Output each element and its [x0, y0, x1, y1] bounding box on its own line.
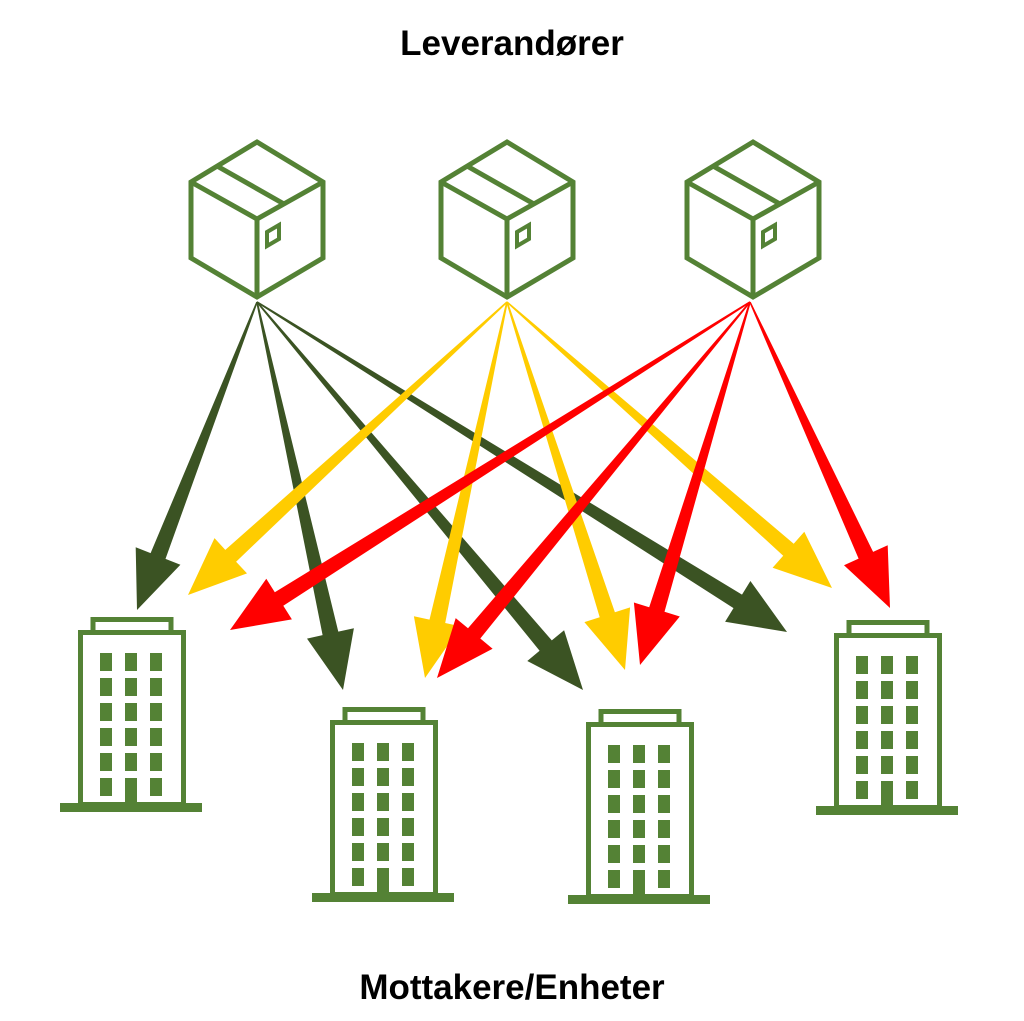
arrow-supplier-3-to-recipient-4 — [749, 301, 890, 608]
office-building-icon — [568, 709, 710, 904]
arrow-supplier-2-to-recipient-4 — [506, 301, 832, 588]
recipients-heading: Mottakere/Enheter — [359, 968, 665, 1007]
package-box-icon — [684, 139, 822, 300]
arrow-supplier-3-to-recipient-1 — [230, 301, 751, 630]
arrow-supplier-2-to-recipient-1 — [188, 301, 508, 595]
arrow-supplier-1-to-recipient-2 — [256, 301, 354, 690]
arrow-supplier-1-to-recipient-1 — [135, 301, 258, 610]
arrow-supplier-1-to-recipient-4 — [256, 301, 788, 632]
suppliers-heading: Leverandører — [400, 24, 624, 63]
office-building-icon — [60, 617, 202, 812]
arrow-supplier-2-to-recipient-3 — [506, 301, 631, 670]
arrow-supplier-3-to-recipient-2 — [437, 301, 751, 678]
package-box-icon — [188, 139, 326, 300]
arrow-supplier-3-to-recipient-3 — [633, 301, 751, 665]
office-building-icon — [312, 707, 454, 902]
package-box-icon — [438, 139, 576, 300]
office-building-icon — [816, 620, 958, 815]
